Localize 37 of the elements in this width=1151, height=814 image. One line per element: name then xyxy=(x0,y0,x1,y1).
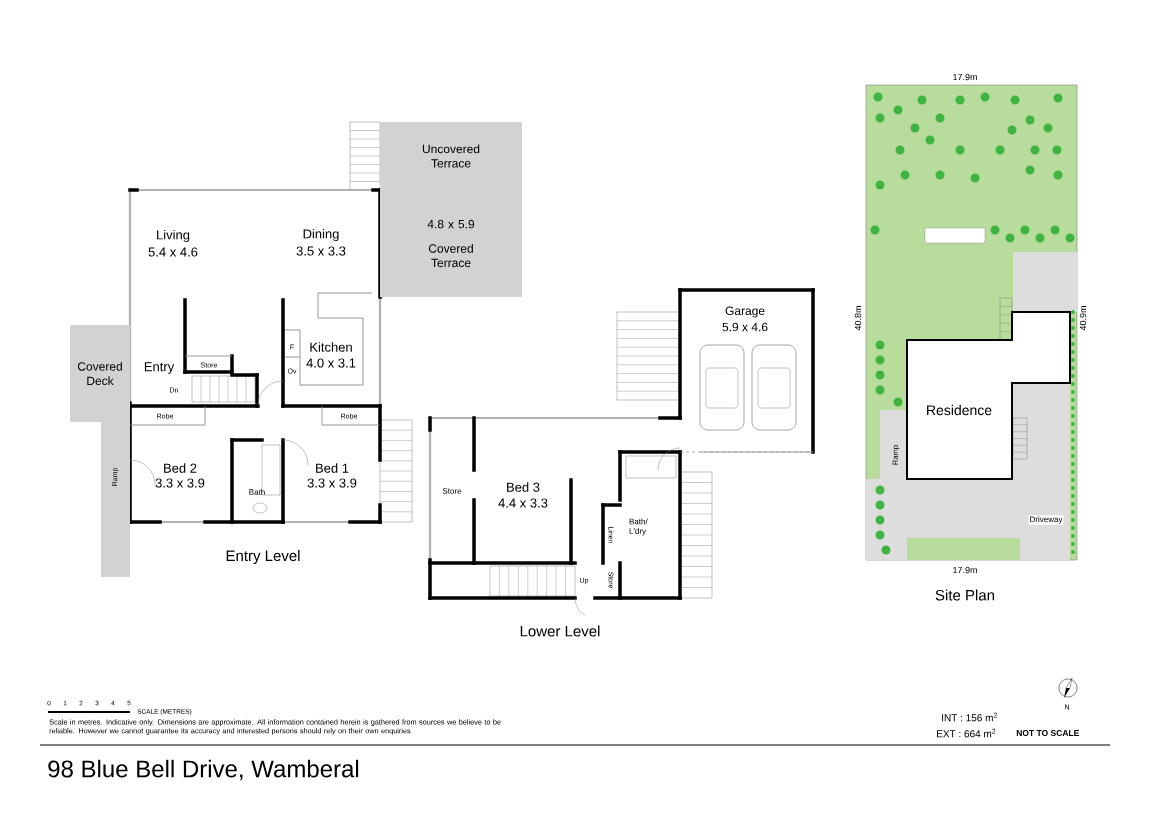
dimension-text: 40.8m xyxy=(854,306,862,331)
room-label: Dining xyxy=(303,228,339,242)
room-size: 3.3 x 3.9 xyxy=(307,478,357,488)
room-size: 5.9 x 4.6 xyxy=(722,322,768,332)
room-label: Entry xyxy=(144,362,175,374)
terrace-box: 4.8 x 5.9 Covered Terrace xyxy=(380,190,522,297)
room-label: Bed 1 xyxy=(316,463,349,473)
room-size: 4.4 x 3.3 xyxy=(498,498,548,508)
room-label: Store xyxy=(442,488,462,494)
dimension-text: 40.9m xyxy=(1079,306,1087,331)
plan-title: Site Plan xyxy=(935,589,995,601)
dimension-text: 17.9m xyxy=(953,73,977,81)
area-figure: EXT : 664 m$^{2}$ xyxy=(937,728,996,738)
room-size: 3.3 x 3.9 xyxy=(155,478,205,488)
terrace-box: Uncovered Terrace xyxy=(380,122,522,190)
node-label: Uncovered Terrace xyxy=(422,144,480,168)
room-label: Bath/ L'dry xyxy=(629,518,648,536)
deck-box: Covered Deck xyxy=(70,325,130,422)
room-size: 5.4 x 4.6 xyxy=(148,247,198,257)
node-label: 4.8 x 5.9 xyxy=(427,219,475,229)
room-label: Kitchen xyxy=(310,342,352,352)
room-label: Garage xyxy=(725,306,765,318)
room-size: 4.0 x 3.1 xyxy=(306,358,356,368)
residence-outline: Residence xyxy=(906,311,1071,480)
dimension-text: 17.9m xyxy=(953,566,977,574)
level-title: Entry Level xyxy=(226,550,300,564)
area-label: Driveway xyxy=(1028,515,1064,525)
area-figure: INT : 156 m$^{2}$ xyxy=(942,712,997,722)
room-label: Bath xyxy=(249,489,265,495)
node-label: Covered Terrace xyxy=(428,243,473,268)
scale-note: NOT TO SCALE xyxy=(1016,730,1079,736)
room-label: Bed 3 xyxy=(507,482,540,492)
level-title: Lower Level xyxy=(520,625,600,637)
room-label: Living xyxy=(157,229,190,243)
address-title: 98 Blue Bell Drive, Wamberal xyxy=(48,759,359,781)
room-label: Bed 2 xyxy=(164,463,197,473)
room-size: 3.5 x 3.3 xyxy=(296,246,346,256)
